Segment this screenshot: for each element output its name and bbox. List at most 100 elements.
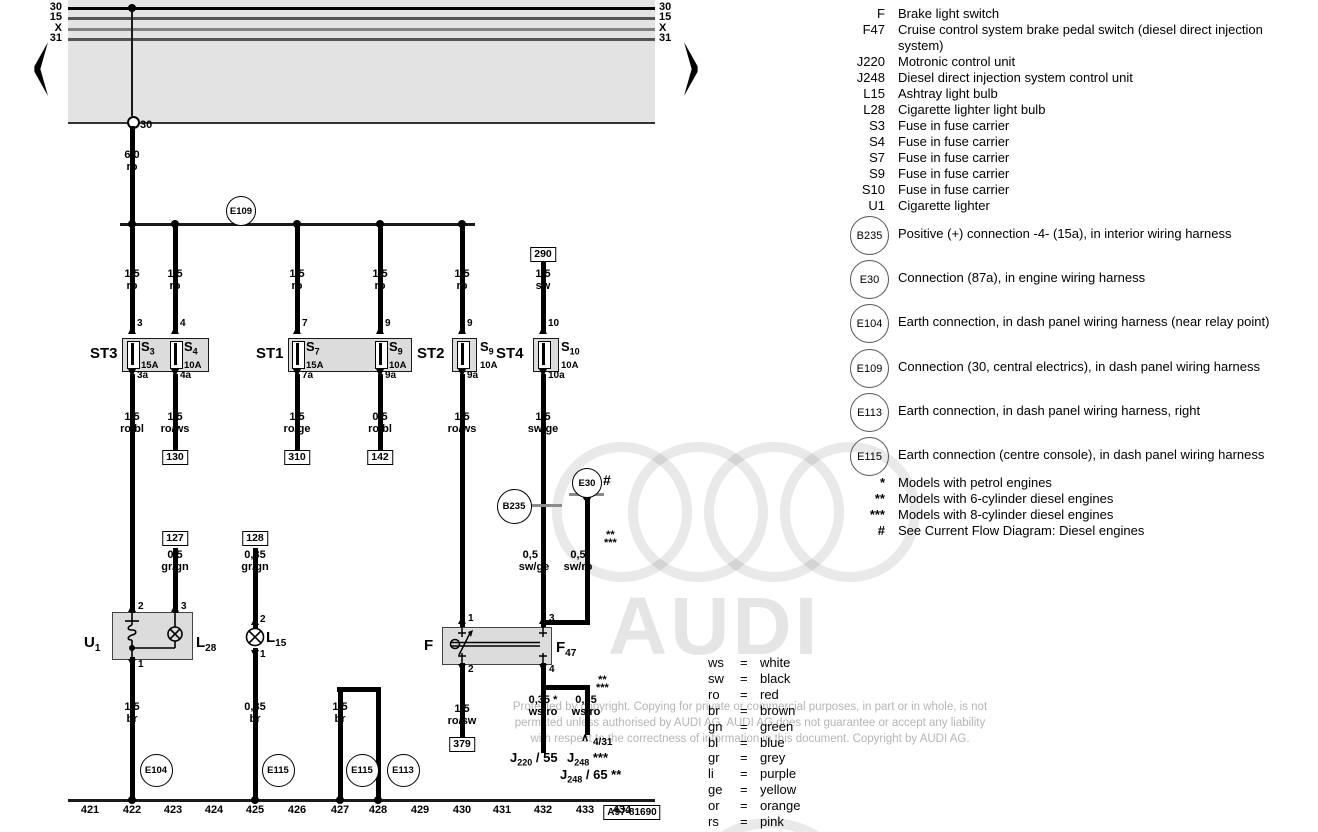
pin-label: 2 xyxy=(260,614,266,625)
node-circle-e115: E115 xyxy=(261,753,295,787)
legend-component-code: L15 xyxy=(863,86,885,101)
wire-segment xyxy=(252,548,258,628)
fuse-wire xyxy=(460,343,464,365)
rail-label: 30 xyxy=(49,1,62,13)
wire-segment xyxy=(337,687,381,692)
e109-node-circle: E109 xyxy=(226,196,256,226)
legend-connection-circle: E104 xyxy=(850,304,889,343)
legend-component-desc: Ashtray light bulb xyxy=(898,86,998,101)
fuse-carrier-label: ST4 xyxy=(496,345,524,362)
connection-tick xyxy=(527,504,562,507)
legend-component-desc: Diesel direct injection system control u… xyxy=(898,70,1133,85)
component-label: U1 xyxy=(84,634,101,654)
pin-label: 3 xyxy=(549,613,555,624)
connector-reference-box: 142 xyxy=(367,450,393,465)
current-track-number: 422 xyxy=(122,804,142,816)
legend-component-code: S9 xyxy=(869,166,885,181)
color-name: pink xyxy=(760,814,784,829)
wire-segment xyxy=(540,374,546,627)
ashtray-bulb-symbol xyxy=(245,627,265,647)
fuse-carrier-label: ST3 xyxy=(90,345,118,362)
fuse-pin-top: 3 xyxy=(137,318,143,329)
terminal-arrow-up-icon xyxy=(171,326,179,334)
wire-segment xyxy=(543,620,590,625)
rail-30 xyxy=(68,7,655,10)
color-name: blue xyxy=(760,734,785,750)
wire-segment xyxy=(129,224,135,334)
legend-component-desc: Cruise control system brake pedal switch… xyxy=(898,22,1263,53)
rail-31 xyxy=(68,38,655,41)
color-code: rs xyxy=(708,814,719,829)
connector-reference-box: 130 xyxy=(162,450,188,465)
fuse-pin-bottom: 10a xyxy=(548,370,565,381)
legend-component-desc: Fuse in fuse carrier xyxy=(898,150,1010,165)
color-name: green xyxy=(760,718,794,734)
legend-connection-circle: E109 xyxy=(850,349,889,388)
current-track-number: 423 xyxy=(163,804,183,816)
color-code: sw xyxy=(708,670,724,686)
legend-component-desc: Fuse in fuse carrier xyxy=(898,182,1010,197)
copyright-line: with respect to the correctness of infor… xyxy=(530,733,970,745)
legend-component-desc: Fuse in fuse carrier xyxy=(898,166,1010,181)
footnote-asterisks: ***** xyxy=(596,674,609,694)
fuse-pin-bottom: 9a xyxy=(385,370,397,381)
connector-reference-box: 379 xyxy=(449,737,475,752)
wire-label: 0,5 *sw/ge xyxy=(518,549,550,573)
color-code: gn xyxy=(708,718,723,734)
legend-component-code: L28 xyxy=(863,102,885,117)
brake-light-switch-symbol xyxy=(449,627,547,663)
component-label: F xyxy=(424,637,434,654)
wire-segment xyxy=(172,548,178,613)
legend-component-desc: Fuse in fuse carrier xyxy=(898,118,1010,133)
junction-dot xyxy=(376,220,384,228)
color-code: li xyxy=(708,766,714,782)
component-label: L28 xyxy=(196,634,217,654)
fuse-wire xyxy=(378,343,382,365)
connector-reference-box: 290 xyxy=(530,247,556,262)
legend-component-code: S10 xyxy=(861,182,885,197)
legend-connection-circle: E30 xyxy=(850,260,889,299)
current-track-number: 427 xyxy=(330,804,350,816)
current-track-number: 434 xyxy=(612,804,632,816)
fuse-pin-top: 9 xyxy=(385,318,391,329)
connector-reference-box: 127 xyxy=(162,531,188,546)
legend-connection-circle: B235 xyxy=(850,216,889,255)
current-track-number: 433 xyxy=(575,804,595,816)
junction-dot xyxy=(128,4,136,12)
color-name: red xyxy=(760,686,779,702)
color-equals: = xyxy=(740,766,748,782)
legend-footnote-symbol: # xyxy=(877,523,885,538)
color-equals: = xyxy=(740,702,748,718)
wire-segment xyxy=(172,374,178,452)
junction-dot xyxy=(458,220,466,228)
wire-continuation-caret: ∧ xyxy=(581,732,590,744)
color-code: bl xyxy=(708,734,719,750)
wire-segment xyxy=(375,687,381,800)
color-equals: = xyxy=(740,750,748,766)
wire-segment xyxy=(294,224,300,334)
color-code: gr xyxy=(708,750,720,766)
legend-connection-desc: Earth connection, in dash panel wiring h… xyxy=(898,314,1270,329)
legend-component-desc: Brake light switch xyxy=(898,6,1000,21)
terminal-arrow-up-icon xyxy=(128,326,136,334)
fuse-pin-bottom: 9a xyxy=(467,370,479,381)
fuse-carrier-label: ST2 xyxy=(417,345,445,362)
terminal-arrow-down-icon xyxy=(251,650,259,658)
terminal-arrow-up-icon xyxy=(251,617,259,625)
terminal-arrow-up-icon xyxy=(539,616,547,624)
wire-segment xyxy=(459,374,465,627)
color-name: purple xyxy=(760,766,797,782)
pin-label: 1 xyxy=(260,649,266,660)
terminal-arrow-down-icon xyxy=(128,659,136,667)
component-label: F47 xyxy=(556,639,577,659)
